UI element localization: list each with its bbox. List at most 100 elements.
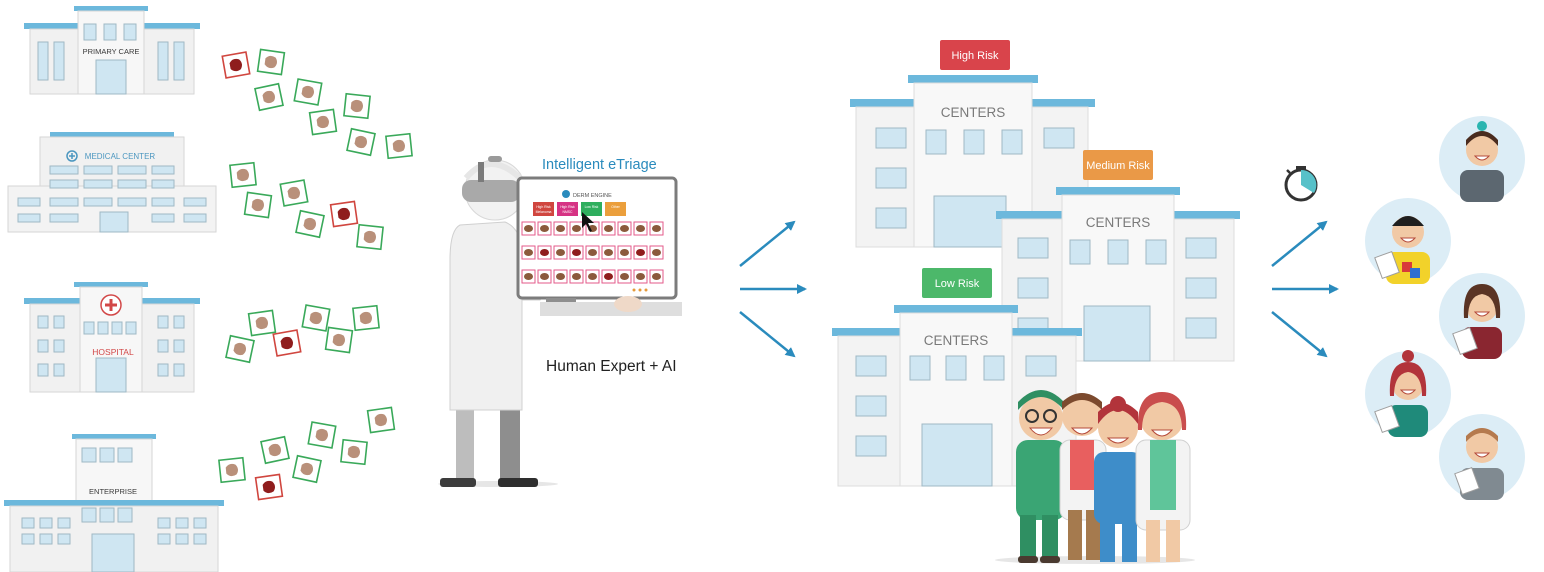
- lesion-card-icon: [329, 200, 359, 228]
- lesion-card-icon: [324, 326, 354, 354]
- lesion-card-icon: [346, 127, 376, 157]
- lesion-card-icon: [272, 329, 302, 357]
- human-expert-ai-caption: Human Expert + AI: [546, 358, 677, 375]
- screen-lesion-thumb: [553, 245, 568, 260]
- triage-arrows: [739, 220, 807, 358]
- screen-lesion-thumb: [537, 245, 552, 260]
- screen-lesion-grid: [521, 221, 664, 284]
- lesion-card-icon: [307, 421, 337, 449]
- primary-care-building: PRIMARY CARE: [24, 6, 200, 95]
- lesion-card-icon: [254, 473, 284, 501]
- team-member-physician: [1135, 392, 1191, 562]
- screen-button-label: High Risk: [560, 205, 575, 209]
- enterprise-label: ENTERPRISE: [89, 487, 137, 496]
- medical-center-label: MEDICAL CENTER: [85, 152, 156, 161]
- human-expert-figure: [438, 156, 558, 487]
- arrow-to-low-risk: [739, 311, 796, 358]
- lesion-card-icon: [221, 51, 251, 79]
- screen-lesion-thumb: [569, 245, 584, 260]
- delivery-arrows: [1271, 220, 1339, 358]
- patient-avatar: [1439, 273, 1525, 359]
- lesion-card-icon: [247, 309, 277, 337]
- screen-lesion-thumb: [601, 221, 616, 236]
- high-risk-label: High Risk: [951, 50, 999, 62]
- medium-risk-center-name: CENTERS: [1086, 215, 1151, 230]
- lesion-card-icon: [356, 223, 384, 251]
- arrow-to-high-risk: [739, 220, 796, 267]
- lesion-card-icon: [385, 132, 413, 160]
- screen-lesion-thumb: [585, 245, 600, 260]
- medical-center-building: MEDICAL CENTER: [7, 132, 217, 233]
- screen-lesion-thumb: [537, 269, 552, 284]
- hospital-label: HOSPITAL: [92, 347, 134, 357]
- screen-button: Low Risk: [581, 202, 602, 216]
- high-risk-center-name: CENTERS: [941, 105, 1006, 120]
- lesion-card-icon: [292, 454, 322, 484]
- team-member-nurse: [1094, 396, 1142, 562]
- lesion-card-icon: [218, 456, 246, 484]
- stopwatch-icon: [1284, 166, 1318, 202]
- low-risk-center-name: CENTERS: [924, 333, 989, 348]
- mouse-cursor-icon: [582, 212, 594, 232]
- patients: [1365, 116, 1525, 500]
- intelligent-etriage-title: Intelligent eTriage: [542, 157, 657, 173]
- screen-lesion-thumb: [521, 221, 536, 236]
- screen-lesion-thumb: [569, 269, 584, 284]
- screen-lesion-thumb: [649, 221, 664, 236]
- team-member-doctor: [1059, 393, 1107, 560]
- lesion-card-icon: [343, 92, 371, 120]
- lesion-card-icon: [279, 179, 309, 207]
- patient-avatar: [1365, 198, 1451, 284]
- patient-avatar: [1439, 414, 1525, 500]
- screen-button-label: High Risk: [536, 205, 551, 209]
- lesion-card-icon: [243, 191, 273, 219]
- lesion-image-cards: [218, 48, 413, 501]
- screen-lesion-thumb: [553, 269, 568, 284]
- screen-lesion-thumb: [649, 245, 664, 260]
- screen-lesion-thumb: [633, 245, 648, 260]
- lesion-card-icon: [308, 108, 338, 136]
- medical-team: [995, 390, 1195, 564]
- patient-avatar: [1365, 350, 1451, 437]
- lesion-card-icon: [301, 304, 331, 332]
- screen-lesion-thumb: [569, 221, 584, 236]
- medium-risk-label: Medium Risk: [1086, 160, 1150, 172]
- lesion-card-icon: [254, 82, 284, 112]
- screen-lesion-thumb: [649, 269, 664, 284]
- hospital-building: HOSPITAL: [24, 282, 200, 393]
- screen-lesion-thumb: [521, 245, 536, 260]
- lesion-card-icon: [260, 435, 290, 465]
- lesion-card-icon: [340, 438, 368, 466]
- arrow-to-patients-down: [1271, 311, 1328, 358]
- screen-lesion-thumb: [601, 245, 616, 260]
- lesion-card-icon: [256, 48, 286, 76]
- screen-button-label: Other: [611, 205, 620, 209]
- screen-lesion-thumb: [633, 269, 648, 284]
- screen-lesion-thumb: [537, 221, 552, 236]
- low-risk-label: Low Risk: [935, 278, 980, 290]
- lesion-card-icon: [225, 334, 255, 364]
- screen-lesion-thumb: [617, 269, 632, 284]
- enterprise-building: ENTERPRISE: [4, 434, 224, 572]
- screen-lesion-thumb: [617, 245, 632, 260]
- arrow-to-patients-up: [1271, 220, 1328, 267]
- screen-brand: DERM ENGINE: [573, 193, 612, 199]
- screen-button: Other: [605, 202, 626, 216]
- patient-avatar: [1439, 116, 1525, 202]
- primary-care-label: PRIMARY CARE: [83, 47, 140, 56]
- screen-lesion-thumb: [633, 221, 648, 236]
- screen-button-label: Low Risk: [585, 205, 599, 209]
- screen-lesion-thumb: [521, 269, 536, 284]
- lesion-card-icon: [229, 161, 257, 189]
- lesion-card-icon: [293, 78, 323, 106]
- screen-button-label: NMSC: [563, 210, 574, 214]
- lesion-card-icon: [366, 406, 396, 434]
- screen-button-label: Melanoma: [536, 210, 552, 214]
- screen-lesion-thumb: [585, 269, 600, 284]
- lesion-card-icon: [295, 209, 325, 239]
